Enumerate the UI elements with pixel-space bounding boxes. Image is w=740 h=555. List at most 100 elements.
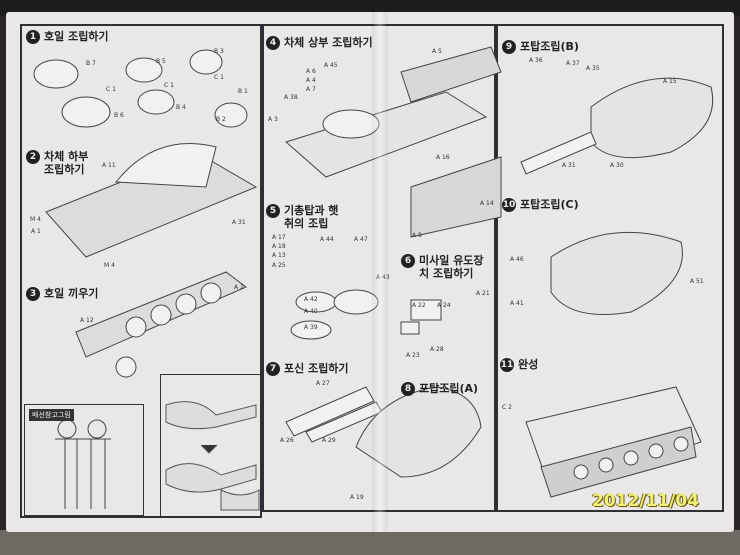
step-number: 5: [266, 204, 280, 218]
part-label: A 16: [436, 154, 450, 161]
turret-c: [550, 231, 683, 315]
part-label: A 8: [412, 232, 422, 239]
part-label: A 31: [562, 162, 576, 169]
turret-a: [355, 386, 482, 478]
part-label: A 23: [406, 352, 420, 359]
part-label: A 38: [284, 94, 298, 101]
part-label: A 5: [432, 48, 442, 55]
turret-b: [590, 77, 714, 159]
part-label: C 1: [164, 82, 174, 89]
step-3-heading: 3 호일 끼우기: [26, 287, 98, 301]
part-label: A 14: [480, 200, 494, 207]
step-10-heading: 10 포탑조립(C): [502, 198, 579, 212]
part-label: M 4: [30, 216, 41, 223]
step-number: 8: [401, 382, 415, 396]
step-title: 호일 끼우기: [44, 287, 99, 300]
part-label: A 35: [586, 65, 600, 72]
step-title: 기총탑과 햇취의 조립: [284, 204, 339, 230]
step-9-heading: 9 포탑조립(B): [502, 40, 579, 54]
part-label: B 7: [86, 60, 96, 67]
step-title: 차체 하부 조립하기: [44, 150, 89, 176]
wheel-b6: [61, 96, 111, 128]
part-label: C 1: [106, 86, 116, 93]
part-label: A 13: [272, 252, 286, 259]
part-label: B 2: [216, 116, 226, 123]
part-label: B 3: [214, 48, 224, 55]
step-6-heading: 6 미사일 유도장치 조립하기: [401, 254, 491, 280]
step-number: 3: [26, 287, 40, 301]
part-label: A 18: [272, 243, 286, 250]
part-label: A 27: [316, 380, 330, 387]
part-label: A 3: [268, 116, 278, 123]
part-label: A 2: [234, 284, 244, 291]
part-label: A 1: [31, 228, 41, 235]
step-number: 7: [266, 362, 280, 376]
step-title: 포신 조립하기: [284, 362, 349, 375]
part-label: A 40: [304, 308, 318, 315]
step-4-heading: 4 차체 상부 조립하기: [266, 36, 373, 50]
step-7-heading: 7 포신 조립하기: [266, 362, 349, 376]
panel-left: [20, 24, 262, 518]
step-11-heading: 11 완성: [500, 358, 538, 372]
part-label: A 36: [529, 57, 543, 64]
step-number: 11: [500, 358, 514, 372]
step-title: 호일 조립하기: [44, 30, 109, 43]
step-title: 포탑조립(B): [520, 40, 579, 53]
step-5-heading: 5 기총탑과 햇취의 조립: [266, 204, 346, 230]
part-label: C 2: [502, 404, 512, 411]
step-title: 포탑조립(A): [419, 382, 479, 395]
step-number: 4: [266, 36, 280, 50]
step-8-heading: 8 포탑조립(A): [401, 382, 478, 396]
upper-hull: [284, 91, 488, 178]
part-label: A 46: [510, 256, 524, 263]
part-label: A 21: [476, 290, 490, 297]
step-title: 차체 상부 조립하기: [284, 36, 373, 49]
inset-title: 배선참고그림: [29, 409, 74, 421]
part-label: A 45: [324, 62, 338, 69]
step-title: 완성: [518, 358, 539, 371]
part-label: A 41: [510, 300, 524, 307]
part-label: A 11: [102, 162, 116, 169]
step-number: 6: [401, 254, 415, 268]
part-label: M 4: [104, 262, 115, 269]
part-label: A 4: [306, 77, 316, 84]
step-number: 9: [502, 40, 516, 54]
part-label: A 24: [437, 302, 451, 309]
track-assembly-inset: [160, 374, 260, 516]
part-label: A 7: [306, 86, 316, 93]
part-label: B 4: [176, 104, 186, 111]
step-number: 10: [502, 198, 516, 212]
part-label: A 29: [322, 437, 336, 444]
part-label: A 22: [412, 302, 426, 309]
step-title: 미사일 유도장치 조립하기: [419, 254, 484, 280]
part-label: B 6: [114, 112, 124, 119]
part-label: B 1: [238, 88, 248, 95]
wheel-b7: [33, 59, 79, 89]
part-label: A 17: [272, 234, 286, 241]
table-surface: [0, 530, 740, 555]
panel-right: [496, 24, 724, 512]
part-label: A 6: [306, 68, 316, 75]
part-label: A 12: [80, 317, 94, 324]
part-label: A 26: [280, 437, 294, 444]
step-2-heading: 2 차체 하부 조립하기: [26, 150, 96, 176]
part-label: A 28: [430, 346, 444, 353]
part-label: A 44: [320, 236, 334, 243]
wiring-reference-inset: 배선참고그림: [24, 404, 144, 516]
part-label: B 5: [156, 58, 166, 65]
part-label: C 1: [214, 74, 224, 81]
part-label: A 25: [272, 262, 286, 269]
date-stamp: 2012/11/04: [592, 491, 700, 511]
part-label: A 30: [610, 162, 624, 169]
part-label: A 47: [354, 236, 368, 243]
part-label: A 19: [350, 494, 364, 501]
part-label: A 15: [663, 78, 677, 85]
part-label: A 39: [304, 324, 318, 331]
step-number: 2: [26, 150, 40, 164]
step-title: 포탑조립(C): [520, 198, 579, 211]
part-label: A 42: [304, 296, 318, 303]
part-label: A 51: [690, 278, 704, 285]
part-label: A 31: [232, 219, 246, 226]
